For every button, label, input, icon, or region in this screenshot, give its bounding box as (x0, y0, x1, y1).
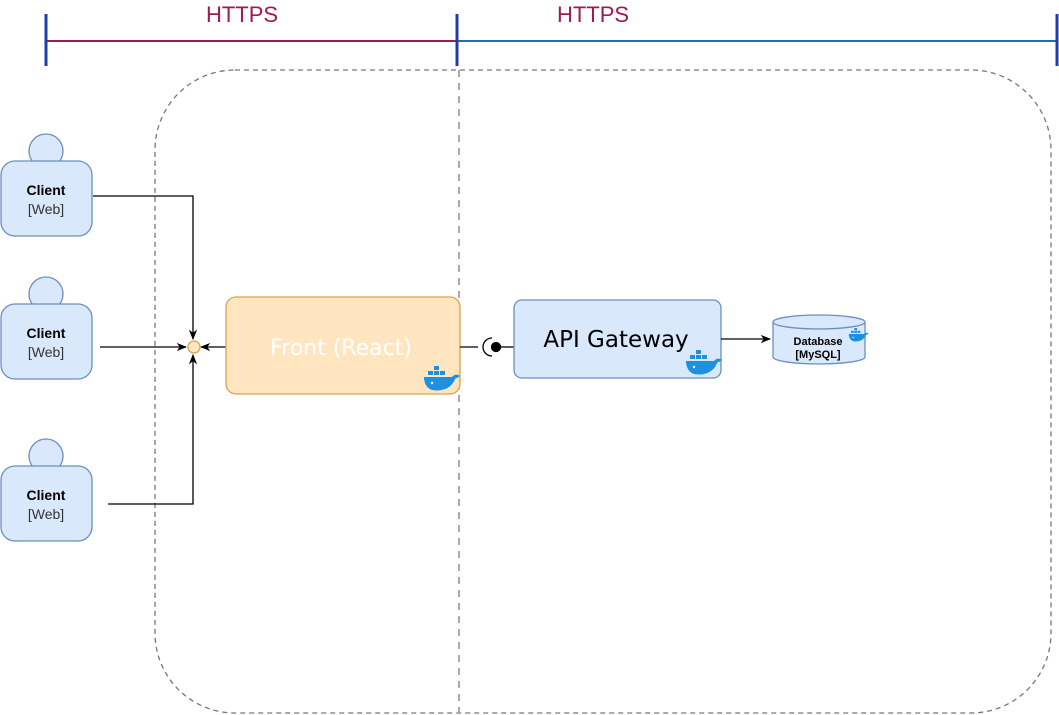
client-body (0, 303, 93, 380)
left-zone-label: HTTPS (206, 2, 278, 27)
client-body (0, 465, 93, 542)
client-body (0, 160, 93, 237)
client-type: [Web] (28, 344, 64, 360)
client-3[interactable]: Client [Web] (0, 438, 93, 542)
mysql-database[interactable]: Database [MySQL] (772, 314, 869, 365)
client-name: Client (27, 325, 66, 341)
database-line1: Database (794, 336, 843, 348)
front-react-service[interactable]: Front (React) (225, 296, 461, 395)
client-type: [Web] (28, 506, 64, 522)
left-zone-ruler (44, 14, 457, 66)
gateway-label: API Gateway (543, 327, 688, 353)
api-gateway-service[interactable]: API Gateway (513, 299, 722, 379)
interface-connector (460, 337, 514, 357)
client-1-edge (93, 195, 198, 341)
right-zone-ruler (455, 14, 1059, 66)
junction-node (187, 340, 201, 354)
front-label: Front (React) (270, 336, 412, 361)
client-type: [Web] (28, 201, 64, 217)
database-line2: [MySQL] (795, 349, 841, 361)
cylinder-top (772, 314, 866, 330)
front-box (225, 296, 461, 395)
client-2[interactable]: Client [Web] (0, 276, 93, 380)
client-3-edge (108, 353, 198, 505)
system-boundary (154, 69, 1052, 714)
client-1[interactable]: Client [Web] (0, 133, 93, 237)
cylinder-body (772, 322, 866, 365)
socket-icon (482, 337, 493, 357)
right-zone-label: HTTPS (557, 2, 629, 27)
client-connectors (93, 195, 228, 505)
client-name: Client (27, 182, 66, 198)
ball-icon (490, 341, 502, 353)
client-name: Client (27, 487, 66, 503)
